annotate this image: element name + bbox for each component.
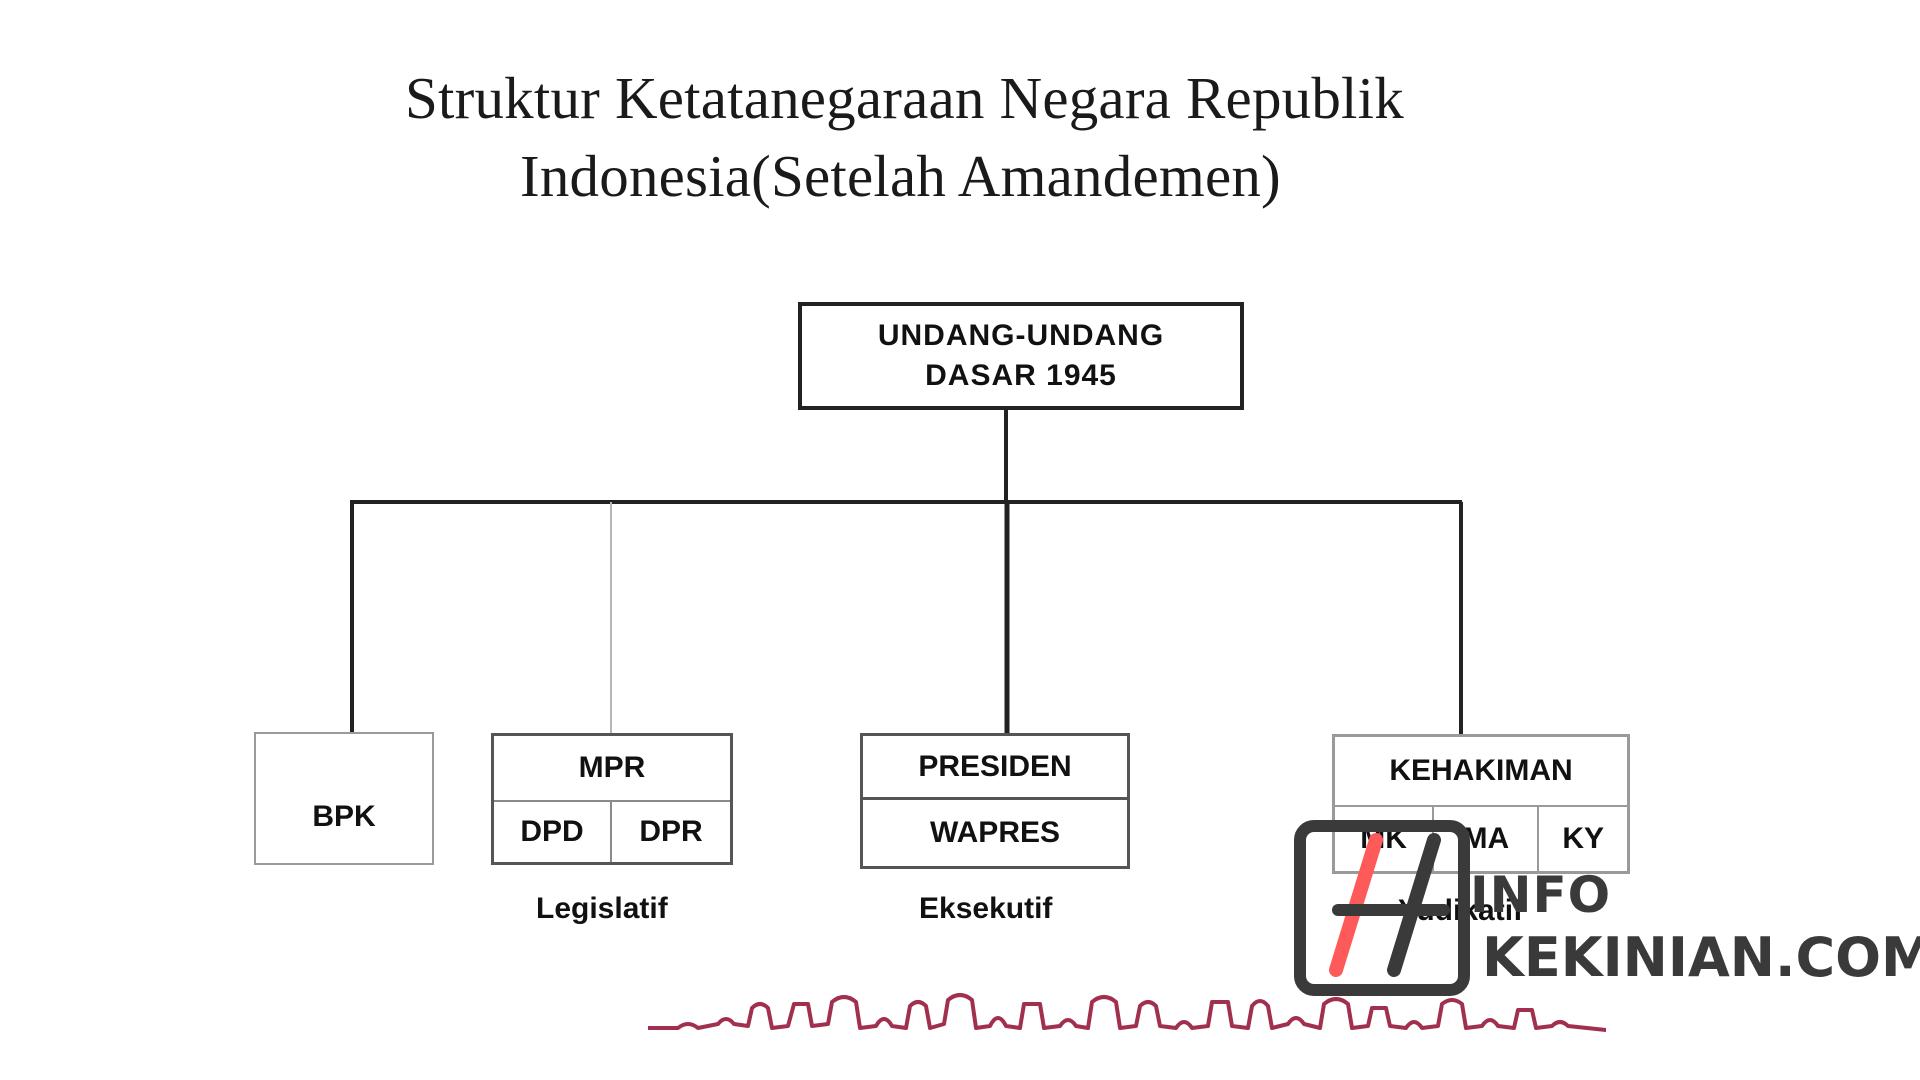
kehakiman-box: KEHAKIMAN MK MA KY — [1332, 734, 1630, 874]
ky-label: KY — [1562, 822, 1605, 855]
mpr-label: MPR — [494, 736, 730, 802]
skyline-path — [648, 993, 1606, 1032]
title-line-2: Indonesia(Setelah Amandemen) — [520, 143, 1281, 209]
uud-1945-line-2: DASAR 1945 — [925, 359, 1117, 392]
eksekutif-caption: Eksekutif — [919, 892, 1053, 925]
bpk-label: BPK — [312, 800, 376, 833]
presiden-label: PRESIDEN — [863, 736, 1127, 800]
legislatif-caption: Legislatif — [536, 892, 668, 925]
ma-label: MA — [1434, 807, 1540, 871]
uud-1945-line-1: UNDANG-UNDANG — [877, 319, 1165, 352]
skyline-ornament — [648, 993, 1606, 1032]
mpr-box: MPR DPD DPR — [491, 733, 733, 865]
wapres-label: WAPRES — [929, 816, 1061, 849]
uud-1945-box: UNDANG-UNDANG DASAR 1945 — [798, 302, 1244, 410]
kehakiman-label: KEHAKIMAN — [1335, 737, 1627, 807]
bpk-box: BPK — [254, 732, 434, 865]
watermark-logo-icon — [1294, 820, 1470, 996]
watermark-text-domain: KEKINIAN.COM — [1482, 926, 1920, 989]
presiden-box: PRESIDEN WAPRES — [860, 733, 1130, 869]
dpr-label: DPR — [639, 815, 703, 848]
watermark-text-info: INFO — [1470, 866, 1612, 924]
title-line-1: Struktur Ketatanegaraan Negara Republik — [405, 65, 1404, 131]
dpd-label: DPD — [494, 802, 612, 862]
watermark: INFO KEKINIAN.COM — [1294, 820, 1920, 1000]
